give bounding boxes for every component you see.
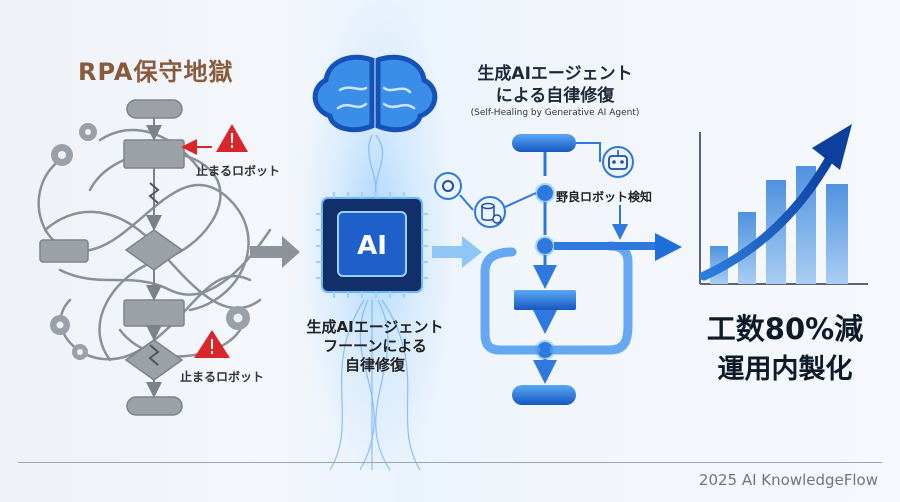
result-subheadline: 運用内製化 [717, 354, 853, 385]
flowchart-nodes [39, 99, 185, 416]
healing-flow [459, 134, 682, 405]
break-zigzag-icon [148, 182, 160, 366]
light-streams [329, 134, 421, 471]
settings-gear-icon [434, 172, 462, 200]
warning-icon-top [181, 124, 248, 155]
brain-icon [312, 54, 438, 133]
database-icon [474, 196, 506, 228]
growth-bar-chart [699, 124, 868, 285]
ai-chip [316, 192, 428, 298]
left-title: RPA保守地獄 [78, 58, 234, 86]
result-headline: 工数80%減 [706, 312, 864, 346]
chart-bar [826, 184, 848, 284]
center-caption-text: 生成AIエージェント フーーンによる 自律修復 [306, 318, 444, 374]
footer-divider [18, 462, 882, 463]
warning-icon-bottom [194, 330, 230, 358]
right-title: 生成AIエージェント による自律修復 [477, 64, 633, 106]
gear-icon [50, 123, 250, 360]
warning-label-top: 止まるロボット [196, 164, 281, 178]
transition-arrow-right [432, 236, 482, 268]
detection-label: 野良ロボット検知 [556, 190, 653, 204]
chip-label: AI [357, 231, 387, 261]
right-subtitle: (Self-Healing by Generative AI Agent) [470, 108, 640, 118]
growth-arrow [699, 153, 835, 281]
robot-icon [602, 146, 634, 178]
transition-arrow-left [250, 236, 300, 268]
footer-credit: 2025 AI KnowledgeFlow [698, 471, 878, 489]
center-caption: 生成AIエージェント フーーンによる 自律修復 [285, 318, 465, 375]
warning-label-bottom: 止まるロボット [180, 370, 265, 384]
